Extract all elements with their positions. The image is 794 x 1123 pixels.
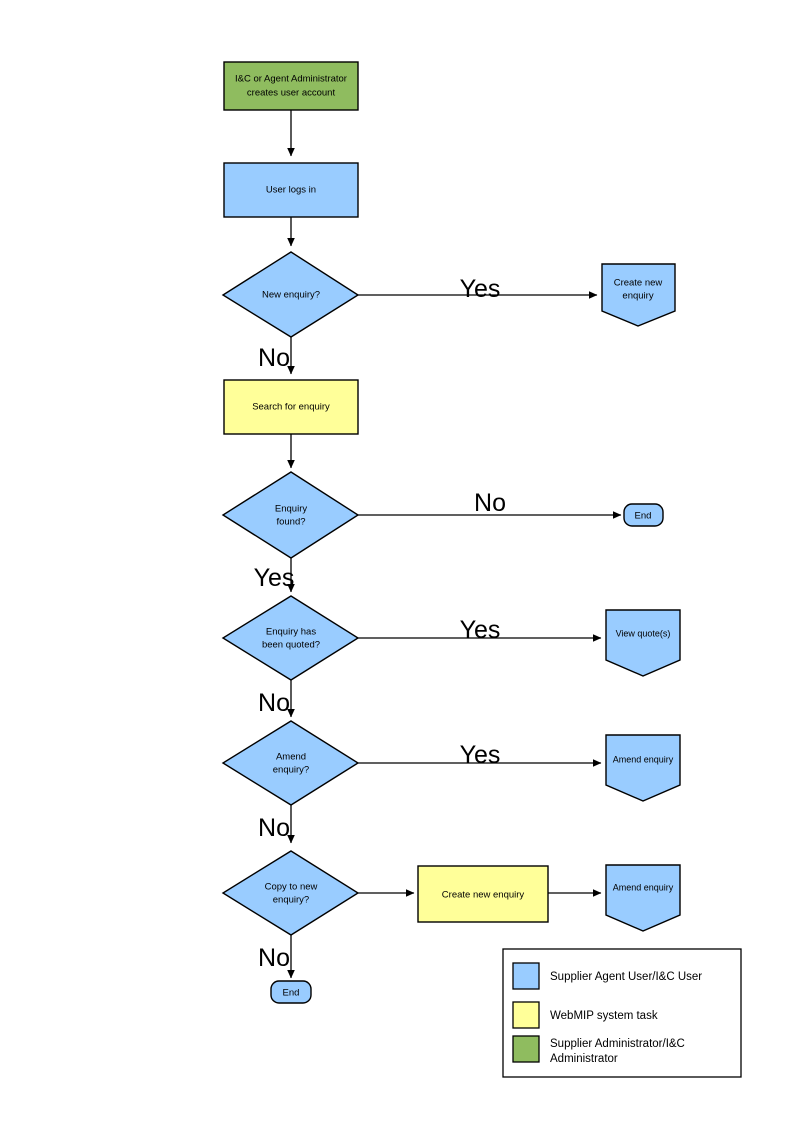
node-label-admin-line1: I&C or Agent Administrator [235,74,347,85]
node-admin-creates-user-account[interactable]: I&C or Agent Administrator creates user … [223,61,359,111]
legend-label-actor-user: Supplier Agent User/I&C User [550,971,702,983]
node-label-new-enquiry: New enquiry? [262,290,320,301]
node-label-user-logs-in: User logs in [266,185,316,196]
node-amend-enquiry-decision[interactable]: Amend enquiry? [221,720,360,806]
node-label-amend-enquiry-bottom: Amend enquiry [613,882,674,892]
node-label-end-top: End [635,511,652,522]
legend-border [502,948,742,1078]
node-label-copy-to-new-line1: Copy to new [265,882,318,893]
node-copy-to-new-decision[interactable]: Copy to new enquiry? [221,850,360,936]
node-amend-enquiry-mid[interactable]: Amend enquiry [605,734,681,802]
edge-label-amend-enquiry-yes: Yes [460,741,501,769]
node-label-amend-enquiry-line2: enquiry? [273,765,309,776]
legend: Supplier Agent User/I&C User WebMIP syst… [502,948,742,1078]
edge-labels-group: Yes No No Yes Yes No Yes No No [254,275,506,972]
node-label-create-new-top-line1: Create new [614,278,663,289]
node-label-enquiry-quoted-line2: been quoted? [262,640,320,651]
node-label-amend-enquiry-mid: Amend enquiry [613,754,674,764]
edges-group [287,110,622,979]
edge-label-copy-to-new-no: No [258,944,290,972]
node-label-enquiry-found-line2: found? [276,517,305,528]
edge-label-new-enquiry-yes: Yes [460,275,501,303]
legend-label-administrator-line1: Supplier Administrator/I&C [550,1038,685,1050]
node-create-new-enquiry-bottom[interactable]: Create new enquiry [417,865,549,923]
edge-label-enquiry-quoted-yes: Yes [460,616,501,644]
node-label-admin-line2: creates user account [247,88,336,99]
node-view-quotes[interactable]: View quote(s) [605,609,681,677]
legend-label-system-task: WebMIP system task [550,1010,658,1022]
node-search-for-enquiry[interactable]: Search for enquiry [223,379,359,435]
node-enquiry-quoted-decision[interactable]: Enquiry has been quoted? [221,595,360,681]
edge-label-enquiry-found-no: No [474,489,506,517]
node-enquiry-found-decision[interactable]: Enquiry found? [221,471,360,559]
node-user-logs-in[interactable]: User logs in [223,162,359,218]
legend-swatch-system-task [512,1001,540,1029]
node-label-copy-to-new-line2: enquiry? [273,895,309,906]
node-label-search-for-enquiry: Search for enquiry [252,402,330,413]
edge-label-new-enquiry-no: No [258,344,290,372]
node-create-new-enquiry-top[interactable]: Create new enquiry [601,263,676,327]
node-label-create-new-bottom: Create new enquiry [442,890,525,901]
node-end-bottom[interactable]: End [270,980,312,1004]
node-amend-enquiry-bottom[interactable]: Amend enquiry [605,864,681,932]
edge-label-enquiry-found-yes: Yes [254,564,295,592]
legend-item-supplier-agent-user: Supplier Agent User/I&C User [512,962,702,990]
legend-label-administrator-line2: Administrator [550,1053,618,1065]
node-label-create-new-top-line2: enquiry [622,291,653,302]
node-label-amend-enquiry-line1: Amend [276,752,306,763]
legend-swatch-administrator [512,1035,540,1063]
edge-label-enquiry-quoted-no: No [258,689,290,717]
node-label-enquiry-found-line1: Enquiry [275,504,307,515]
edge-label-amend-enquiry-no: No [258,814,290,842]
legend-item-supplier-administrator: Supplier Administrator/I&C Administrator [512,1035,685,1065]
node-end-top[interactable]: End [623,503,664,527]
node-label-view-quotes: View quote(s) [616,628,671,638]
legend-swatch-actor-user [512,962,540,990]
legend-item-webmip-system-task: WebMIP system task [512,1001,658,1029]
node-label-end-bottom: End [283,988,300,999]
node-label-enquiry-quoted-line1: Enquiry has [266,627,316,638]
node-new-enquiry-decision[interactable]: New enquiry? [221,251,360,338]
